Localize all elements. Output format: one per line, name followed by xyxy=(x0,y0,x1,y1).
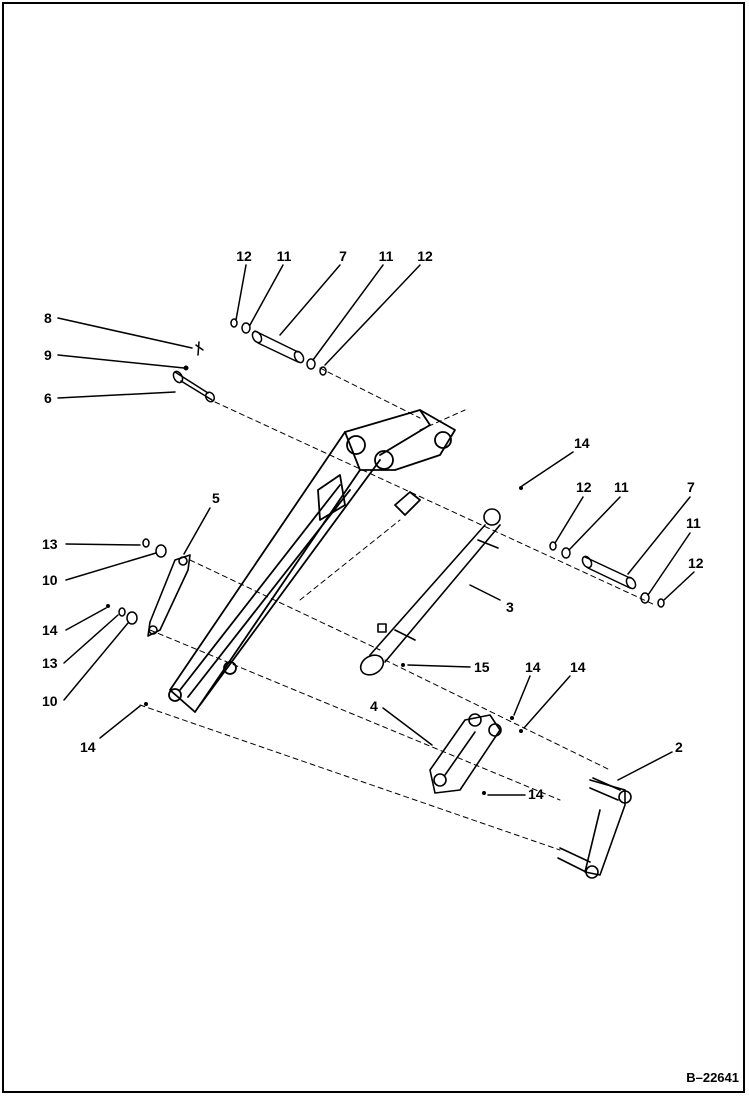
callout-14-a: 14 xyxy=(574,435,590,451)
grease-fittings-14 xyxy=(106,486,523,795)
callout-12-d: 12 xyxy=(688,555,704,571)
link-5 xyxy=(147,554,191,637)
bolt-8 xyxy=(195,341,204,356)
callout-2: 2 xyxy=(675,739,683,755)
callout-10-a: 10 xyxy=(42,572,58,588)
callout-11-d: 11 xyxy=(686,515,701,531)
callout-12-c: 12 xyxy=(576,479,592,495)
callout-3: 3 xyxy=(506,599,514,615)
callout-11-a: 11 xyxy=(277,248,292,264)
callout-labels: 12 11 7 11 12 8 9 6 14 12 11 7 11 12 5 1… xyxy=(42,248,704,802)
pin-7-right xyxy=(549,541,665,608)
callout-7-b: 7 xyxy=(687,479,695,495)
cylinder-3 xyxy=(359,508,501,676)
callout-14-c: 14 xyxy=(525,659,541,675)
callout-14-e: 14 xyxy=(528,786,544,802)
link-2 xyxy=(557,777,632,879)
callout-4: 4 xyxy=(370,698,378,714)
link-4 xyxy=(429,713,502,794)
pin-6 xyxy=(172,370,216,403)
callout-12-a: 12 xyxy=(236,248,252,264)
callout-9: 9 xyxy=(44,347,52,363)
callout-13-b: 13 xyxy=(42,655,58,671)
pin-7-top xyxy=(230,318,327,376)
callout-12-b: 12 xyxy=(417,248,433,264)
callout-14-f: 14 xyxy=(80,739,96,755)
callout-7-a: 7 xyxy=(339,248,347,264)
leader-lines xyxy=(57,264,695,796)
washers-13-10 xyxy=(118,538,167,625)
callout-14-b: 14 xyxy=(42,622,58,638)
callout-11-b: 11 xyxy=(379,248,394,264)
callout-8: 8 xyxy=(44,310,52,326)
callout-5: 5 xyxy=(212,490,220,506)
callout-6: 6 xyxy=(44,390,52,406)
arm-body xyxy=(168,409,456,713)
callout-14-d: 14 xyxy=(570,659,586,675)
callout-11-c: 11 xyxy=(614,479,629,495)
callout-10-b: 10 xyxy=(42,693,58,709)
figure-reference: B–22641 xyxy=(686,1070,739,1085)
callout-13-a: 13 xyxy=(42,536,58,552)
callout-15: 15 xyxy=(474,659,490,675)
